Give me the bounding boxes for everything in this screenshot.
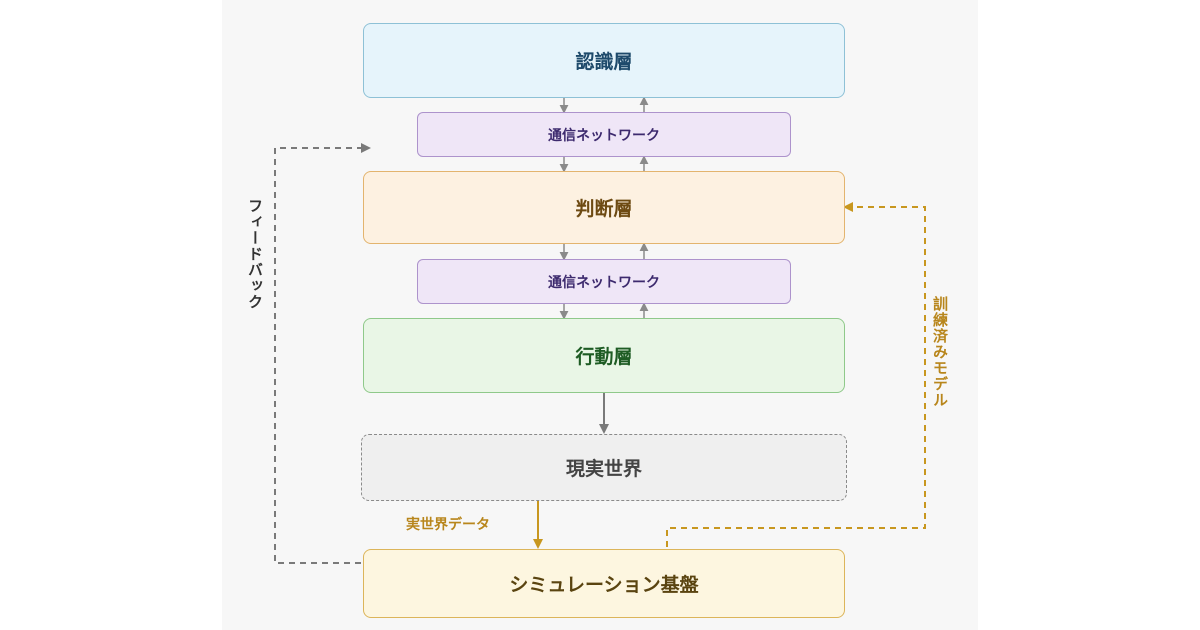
label-real-world-data: 実世界データ	[406, 517, 490, 533]
real-world: 現実世界	[361, 434, 847, 501]
judgment-layer: 判断層	[363, 171, 845, 244]
diagram-panel	[222, 0, 978, 630]
edge-feedback	[274, 143, 371, 564]
edge-trained-model	[666, 202, 926, 547]
action-layer: 行動層	[363, 318, 845, 393]
label-feedback: フィードバック	[246, 198, 264, 310]
recognition-layer: 認識層	[363, 23, 845, 98]
network-2: 通信ネットワーク	[417, 259, 791, 304]
network-1: 通信ネットワーク	[417, 112, 791, 157]
label-trained-model: 訓練済みモデル	[931, 296, 949, 408]
simulation-platform: シミュレーション基盤	[363, 549, 845, 618]
